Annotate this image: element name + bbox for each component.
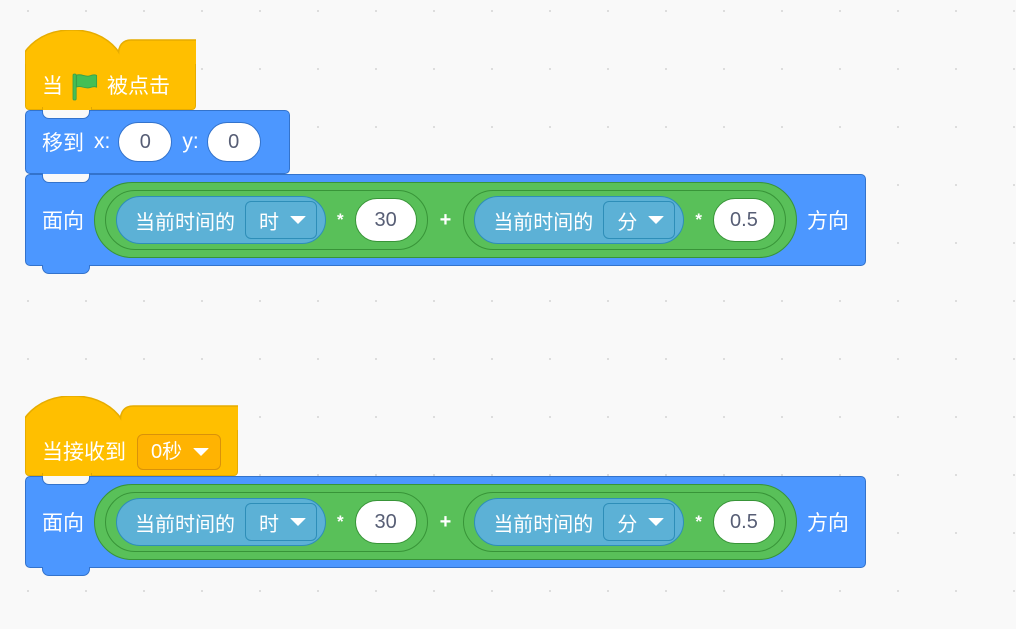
chevron-down-icon <box>290 518 306 526</box>
block-top-notch <box>42 174 90 183</box>
block-goto-xy[interactable]: 移到 x: 0 y: 0 <box>25 110 290 182</box>
add-symbol: + <box>439 209 452 231</box>
multiply-operand-half[interactable]: 0.5 <box>712 500 775 544</box>
sensing-current-minute-2[interactable]: 当前时间的 分 <box>474 498 685 546</box>
multiply-symbol: * <box>337 209 344 229</box>
chevron-down-icon <box>290 216 306 224</box>
hat-label-when: 当 <box>42 74 63 98</box>
multiply-symbol: * <box>695 511 702 531</box>
sensing-unit-dropdown-minute[interactable]: 分 <box>603 503 676 541</box>
sensing-current-minute-1[interactable]: 当前时间的 分 <box>474 196 685 244</box>
sensing-label: 当前时间的 <box>493 211 594 234</box>
block-top-notch <box>42 110 90 119</box>
add-symbol: + <box>439 511 452 533</box>
operator-multiply-hour-1[interactable]: 当前时间的 时 * 30 <box>105 190 428 250</box>
sensing-unit-value: 分 <box>617 513 638 536</box>
multiply-operand-30[interactable]: 30 <box>354 500 417 544</box>
point-label-before: 面向 <box>42 210 84 233</box>
operator-multiply-hour-2[interactable]: 当前时间的 时 * 30 <box>105 492 428 552</box>
sensing-label: 当前时间的 <box>135 513 235 536</box>
sensing-unit-dropdown-minute[interactable]: 分 <box>603 201 676 239</box>
goto-x-label: x: <box>94 130 111 153</box>
sensing-unit-dropdown-hour[interactable]: 时 <box>245 201 317 239</box>
hat-label-when-received: 当接收到 <box>42 440 126 464</box>
point-label-after: 方向 <box>806 512 849 535</box>
multiply-operand-half[interactable]: 0.5 <box>712 198 775 242</box>
operator-multiply-minute-1[interactable]: 当前时间的 分 * 0.5 <box>463 190 786 250</box>
multiply-operand-30[interactable]: 30 <box>354 198 417 242</box>
block-bottom-connector <box>42 567 90 576</box>
chevron-down-icon <box>648 216 665 224</box>
hat-dome-shape <box>25 30 196 64</box>
sensing-label: 当前时间的 <box>135 211 235 234</box>
goto-y-input[interactable]: 0 <box>206 122 261 162</box>
sensing-current-hour-1[interactable]: 当前时间的 时 <box>116 196 326 244</box>
sensing-unit-value: 时 <box>259 211 279 234</box>
sensing-label: 当前时间的 <box>493 513 594 536</box>
broadcast-message-dropdown[interactable]: 0秒 <box>137 434 222 470</box>
block-point-in-direction-1[interactable]: 面向 当前时间的 时 * 30 + <box>25 174 866 274</box>
sensing-current-hour-2[interactable]: 当前时间的 时 <box>116 498 326 546</box>
block-point-in-direction-2[interactable]: 面向 当前时间的 时 * 30 + <box>25 476 866 576</box>
script-stack-2[interactable]: 当接收到 0秒 面向 当前时间的 时 <box>25 396 866 576</box>
green-flag-icon <box>72 73 98 101</box>
operator-multiply-minute-2[interactable]: 当前时间的 分 * 0.5 <box>463 492 786 552</box>
hat-dome-shape <box>25 396 239 430</box>
broadcast-message-value: 0秒 <box>151 441 183 463</box>
block-bottom-connector <box>42 265 90 274</box>
sensing-unit-value: 分 <box>617 211 638 234</box>
operator-add-1[interactable]: 当前时间的 时 * 30 + 当前时间的 分 <box>94 182 797 258</box>
hat-block-when-broadcast-received[interactable]: 当接收到 0秒 <box>25 396 239 483</box>
hat-label-clicked: 被点击 <box>107 74 170 98</box>
sensing-unit-value: 时 <box>259 513 279 536</box>
chevron-down-icon <box>193 448 210 456</box>
multiply-symbol: * <box>695 209 702 229</box>
block-top-notch <box>42 476 90 485</box>
script-stack-1[interactable]: 当 被点击 移到 x: 0 y: 0 <box>25 30 866 274</box>
operator-add-2[interactable]: 当前时间的 时 * 30 + 当前时间的 分 <box>94 484 797 560</box>
hat-block-when-flag-clicked[interactable]: 当 被点击 <box>25 30 196 117</box>
chevron-down-icon <box>648 518 665 526</box>
goto-x-input[interactable]: 0 <box>118 122 173 162</box>
goto-label: 移到 <box>42 132 84 155</box>
goto-y-label: y: <box>182 130 199 153</box>
multiply-symbol: * <box>337 511 344 531</box>
point-label-before: 面向 <box>42 512 84 535</box>
point-label-after: 方向 <box>806 210 849 233</box>
sensing-unit-dropdown-hour[interactable]: 时 <box>245 503 317 541</box>
